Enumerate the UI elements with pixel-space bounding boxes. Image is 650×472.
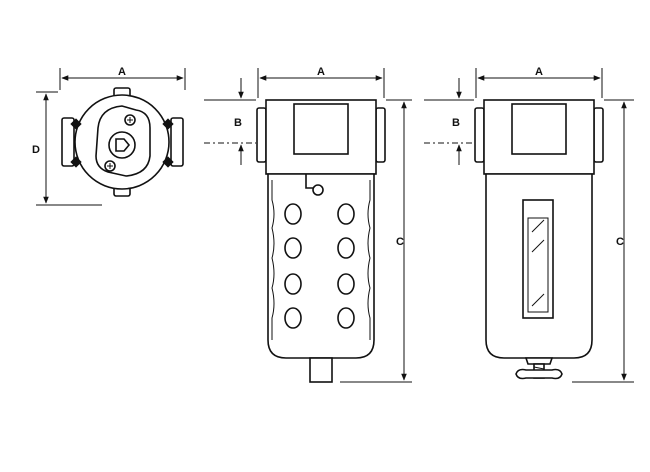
right-view-wing-nut-icon: [515, 368, 563, 380]
glass-reflection: [531, 293, 545, 307]
top-view-screw-slot: [127, 117, 133, 123]
front-view-sight-glass: A B C: [424, 66, 634, 383]
right-view-head-window: [511, 103, 567, 155]
grip-hole: [284, 203, 302, 225]
grip-hole: [337, 237, 355, 259]
front-view-drain-stem: [309, 357, 333, 383]
right-view-drain-collar: [524, 357, 554, 365]
front-view-b-label: B: [234, 117, 242, 129]
front-view-a-label: A: [317, 66, 325, 78]
front-view-grip-holes: [284, 203, 355, 329]
top-view-port-right: [170, 117, 184, 167]
top-view-center-port: [108, 131, 136, 159]
grip-hole: [337, 307, 355, 329]
top-view-port-left: [61, 117, 75, 167]
grip-hole: [284, 273, 302, 295]
front-view-port-right: [375, 107, 386, 163]
grip-hole: [284, 307, 302, 329]
top-view-bolt-icon: [162, 156, 174, 168]
top-view-screw-slot: [107, 163, 113, 169]
glass-reflection: [531, 219, 545, 233]
right-view-port-left: [474, 107, 485, 163]
right-view-port-right: [593, 107, 604, 163]
top-view-a-label: A: [118, 66, 126, 78]
grip-hole: [284, 237, 302, 259]
front-view-c-label: C: [396, 236, 404, 248]
grip-hole: [337, 273, 355, 295]
front-view-lock-pin-icon: [312, 184, 324, 196]
top-view-d-label: D: [32, 144, 40, 156]
front-view-bowl-body: [267, 173, 375, 359]
right-view-a-label: A: [535, 66, 543, 78]
grip-hole: [337, 203, 355, 225]
glass-reflection: [531, 239, 545, 253]
front-view-lock-slot: [305, 174, 314, 189]
front-view-grip-left: [271, 180, 275, 340]
front-view-head-window: [293, 103, 349, 155]
front-view-bowl: A B C: [204, 66, 412, 383]
front-view-port-left: [256, 107, 267, 163]
right-view-c-label: C: [616, 236, 624, 248]
top-view: A D: [32, 66, 186, 206]
right-view-b-label: B: [452, 117, 460, 129]
front-view-grip-right: [367, 180, 371, 340]
right-view-sight-glass-window: [527, 217, 549, 313]
top-view-port-hex-icon: [115, 138, 131, 152]
